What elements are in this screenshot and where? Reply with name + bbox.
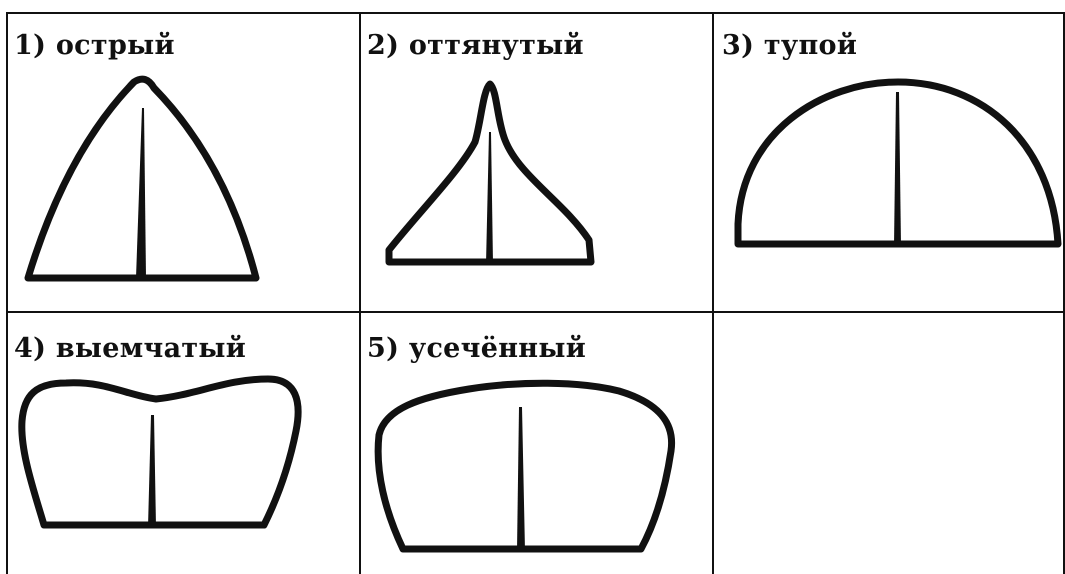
leaf-apex-shape-table: 1) острый 2) оттянутый 3) тупой 4) выемч… — [6, 12, 1065, 574]
obtuse-apex-icon — [712, 12, 1065, 311]
acute-apex-icon — [6, 12, 359, 311]
cell-empty — [712, 311, 1065, 574]
cell-obtuse: 3) тупой — [712, 12, 1065, 311]
acuminate-apex-icon — [359, 12, 712, 311]
cell-acute: 1) острый — [6, 12, 359, 311]
emarginate-apex-icon — [6, 311, 359, 574]
cell-acuminate: 2) оттянутый — [359, 12, 712, 311]
truncate-apex-icon — [359, 311, 712, 574]
cell-truncate: 5) усечённый — [359, 311, 712, 574]
cell-emarginate: 4) выемчатый — [6, 311, 359, 574]
